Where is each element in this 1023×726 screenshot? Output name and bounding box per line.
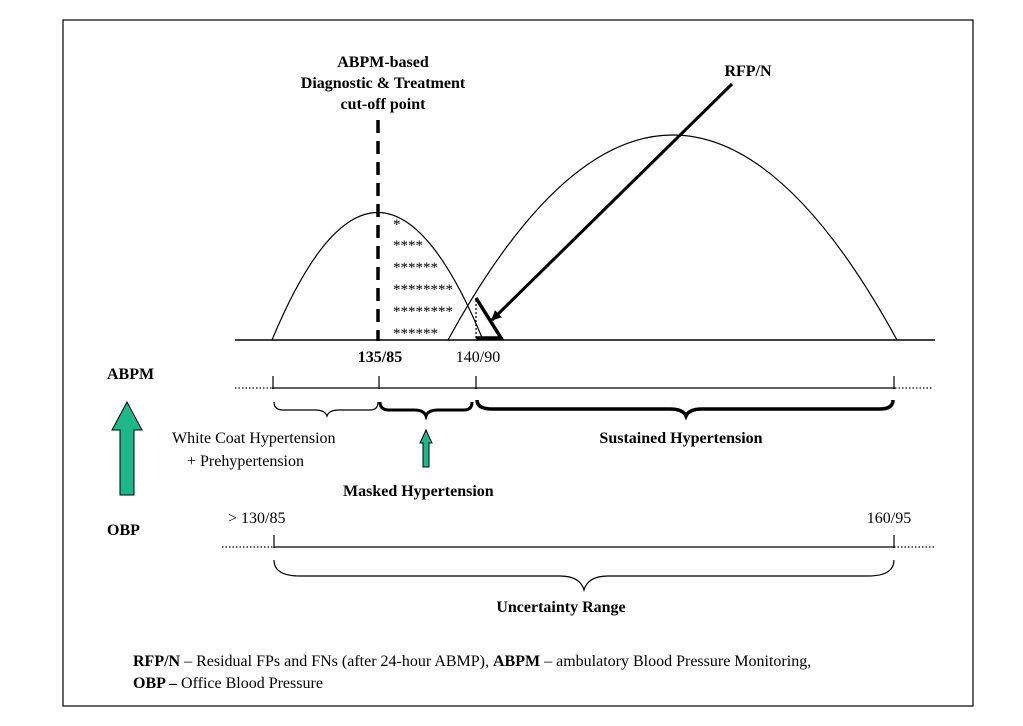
star-row-6: ****** — [393, 326, 438, 342]
uncertainty-brace — [273, 559, 895, 593]
sustained-brace — [475, 399, 895, 421]
rfpn-arrow — [490, 82, 734, 322]
obp-to-abpm-up-arrow — [111, 400, 143, 496]
abpm-distribution-curve — [271, 212, 484, 341]
legend-abpm-term: ABPM — [493, 653, 541, 670]
sustained-hypertension-label: Sustained Hypertension — [599, 430, 762, 447]
rfpn-label: RFP/N — [724, 63, 772, 80]
masked-brace — [378, 401, 474, 421]
legend-line-1: RFP/N – Residual FPs and FNs (after 24-h… — [133, 651, 993, 673]
rfpn-triangle — [474, 297, 505, 340]
diagram-frame — [62, 19, 974, 707]
tick-label-140-90: 140/90 — [456, 349, 500, 366]
star-row-4: ******** — [393, 282, 453, 298]
white-coat-label: White Coat Hypertension — [172, 430, 336, 447]
masked-hypertension-label: Masked Hypertension — [343, 483, 494, 500]
obp-tick-label-right: 160/95 — [867, 510, 911, 527]
star-row-1: * — [393, 217, 401, 233]
legend-footnote: RFP/N – Residual FPs and FNs (after 24-h… — [133, 651, 993, 695]
sustained-distribution-curve — [447, 134, 898, 341]
star-row-3: ****** — [393, 260, 438, 276]
obp-label: OBP — [107, 522, 140, 539]
abpm-label: ABPM — [107, 366, 154, 383]
masked-up-arrow — [419, 428, 433, 468]
white-coat-brace — [273, 401, 379, 418]
obp-tick-label-left: > 130/85 — [228, 510, 285, 527]
legend-rfpn-def: – Residual FPs and FNs (after 24-hour AB… — [180, 653, 493, 670]
legend-rfpn-term: RFP/N — [133, 653, 181, 670]
uncertainty-range-label: Uncertainty Range — [496, 599, 625, 616]
cutoff-title-line-1: ABPM-based — [337, 54, 429, 71]
legend-obp-def: Office Blood Pressure — [177, 675, 323, 692]
star-row-2: **** — [393, 238, 423, 254]
tick-label-135-85: 135/85 — [358, 349, 402, 366]
cutoff-title-line-3: cut-off point — [341, 96, 427, 113]
cutoff-title-line-2: Diagnostic & Treatment — [301, 75, 466, 92]
legend-abpm-def: – ambulatory Blood Pressure Monitoring, — [540, 653, 812, 670]
prehypertension-label: + Prehypertension — [187, 453, 304, 470]
legend-line-2: OBP – Office Blood Pressure — [133, 673, 993, 695]
legend-obp-term: OBP – — [133, 675, 178, 692]
star-row-5: ******** — [393, 304, 453, 320]
